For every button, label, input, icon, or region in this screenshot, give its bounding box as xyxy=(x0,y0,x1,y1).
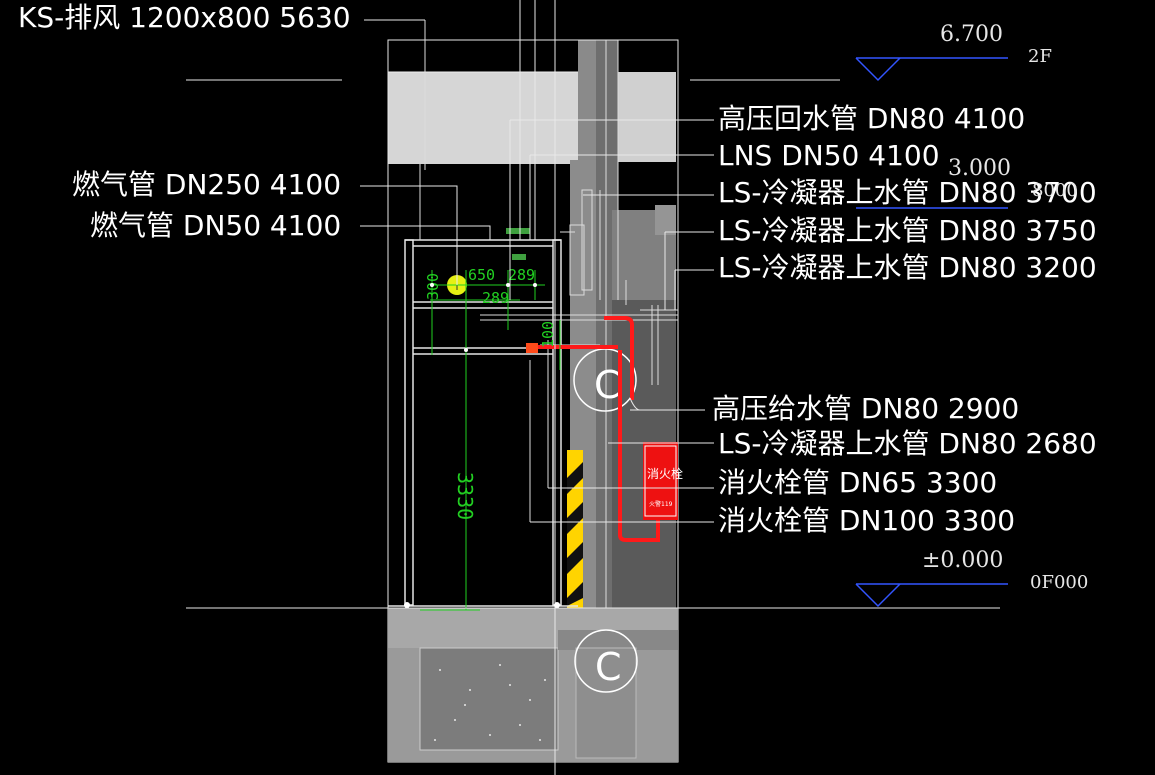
level-base-floor: 0F000 xyxy=(1030,572,1089,593)
label-ls-3: LS-冷凝器上水管 DN80 3200 xyxy=(718,251,1097,284)
label-ks-exhaust: KS-排风 1200x800 5630 xyxy=(18,1,351,34)
pipe-section-circle-lower xyxy=(574,629,638,693)
pipe-tag-upper: C xyxy=(594,363,621,407)
label-ls-4: LS-冷凝器上水管 DN80 2680 xyxy=(718,427,1097,460)
label-hydrant-100: 消火栓管 DN100 3300 xyxy=(718,504,1016,537)
level-base-elev: ±0.000 xyxy=(922,548,1004,573)
level-top-floor: 2F xyxy=(1028,46,1052,67)
label-ls-2: LS-冷凝器上水管 DN80 3750 xyxy=(718,214,1097,247)
hydrant-box-sub: 火警119 xyxy=(649,500,673,508)
label-lns: LNS DN50 4100 xyxy=(718,139,940,172)
dim-289b: 289 xyxy=(482,289,509,307)
label-hydrant-65: 消火栓管 DN65 3300 xyxy=(718,466,998,499)
leader-lines xyxy=(360,0,714,775)
equipment-frame xyxy=(388,239,578,607)
label-ls-1: LS-冷凝器上水管 DN80 3700 xyxy=(718,176,1097,209)
label-hp-return: 高压回水管 DN80 4100 xyxy=(718,102,1026,135)
level-lines xyxy=(186,57,1008,609)
dim-100: 100 xyxy=(539,321,557,348)
label-hp-supply: 高压给水管 DN80 2900 xyxy=(712,392,1020,425)
label-gas-50: 燃气管 DN50 4100 xyxy=(90,209,342,242)
pipe-tag-lower: C xyxy=(595,645,622,689)
dim-650: 650 xyxy=(468,266,495,284)
dim-289a: 289 xyxy=(508,266,535,284)
building-section: 消火栓 火警119 xyxy=(387,39,683,763)
hazard-stripe xyxy=(567,450,583,608)
label-gas-250: 燃气管 DN250 4100 xyxy=(72,168,342,201)
level-mid-tag: 8000 xyxy=(1032,180,1078,201)
level-mid-elev: 3.000 xyxy=(948,156,1011,181)
hydrant-box-label: 消火栓 xyxy=(647,466,683,481)
fire-pipes xyxy=(530,316,660,542)
level-top-elev: 6.700 xyxy=(940,22,1003,47)
dim-height-3330: 3330 xyxy=(453,472,477,520)
